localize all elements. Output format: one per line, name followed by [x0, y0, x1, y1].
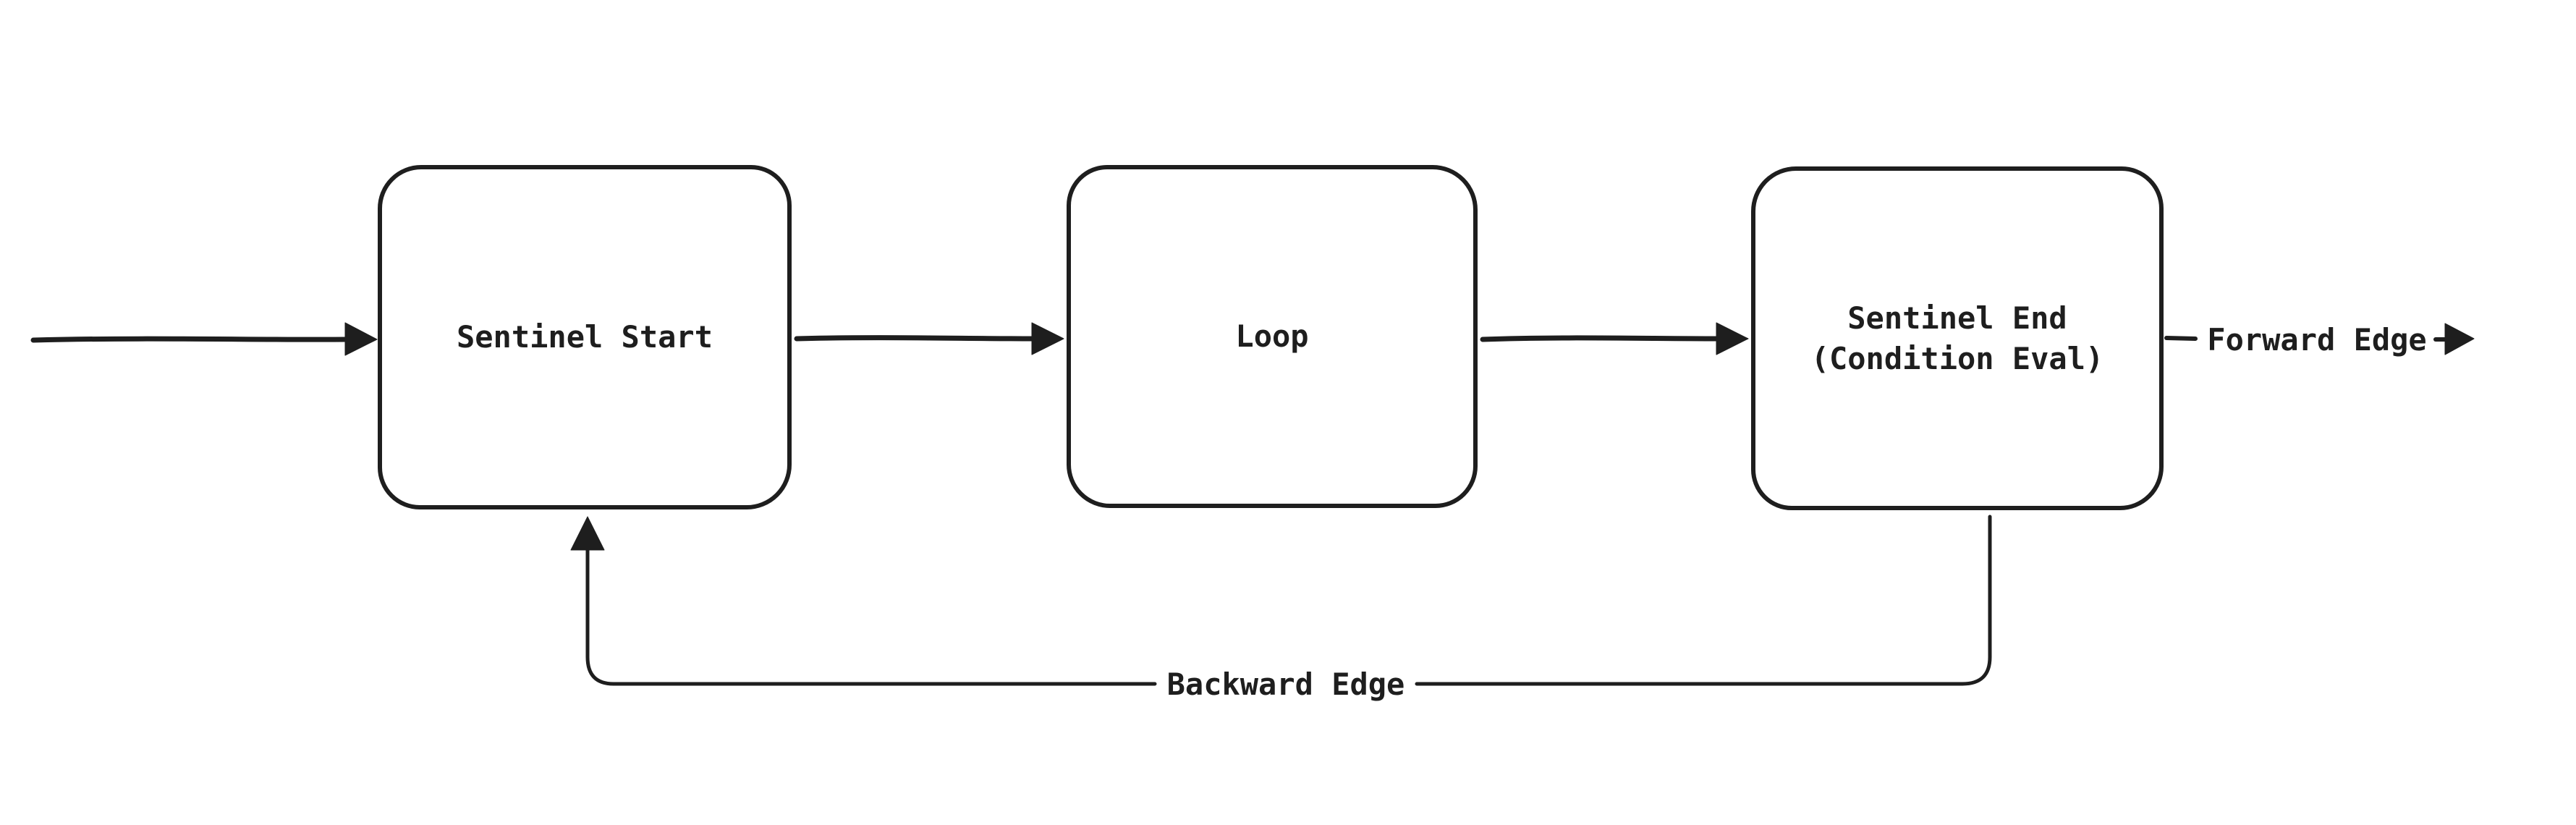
- forward-edge-arrowhead-icon: [2444, 323, 2475, 355]
- arrow-start-to-loop-line: [794, 335, 1036, 342]
- arrow-start-to-loop-head-icon: [1031, 322, 1064, 355]
- forward-edge-label: Forward Edge: [2207, 321, 2427, 358]
- backward-edge-arrowhead-icon: [570, 516, 605, 551]
- node-sentinel-start: Sentinel Start: [378, 165, 792, 509]
- entry-arrow-line: [30, 336, 350, 343]
- node-loop-label: Loop: [1235, 318, 1309, 355]
- forward-edge-dash: [2164, 336, 2198, 341]
- backward-edge-path-right: [1415, 515, 1992, 686]
- node-sentinel-start-label: Sentinel Start: [456, 319, 713, 355]
- arrow-loop-to-end-head-icon: [1716, 322, 1749, 355]
- node-sentinel-end-label: Sentinel End (Condition Eval): [1810, 300, 2104, 376]
- node-loop: Loop: [1067, 165, 1478, 508]
- arrow-loop-to-end-line: [1480, 335, 1721, 342]
- node-sentinel-end: Sentinel End (Condition Eval): [1751, 166, 2164, 510]
- entry-arrowhead-icon: [344, 322, 378, 356]
- backward-edge-path-left: [585, 546, 1157, 686]
- backward-edge-label: Backward Edge: [1166, 666, 1405, 702]
